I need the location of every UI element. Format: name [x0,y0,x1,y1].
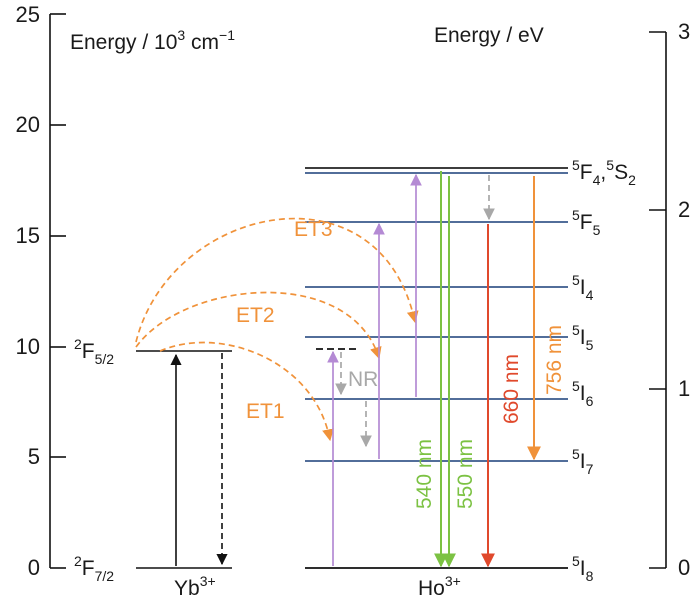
ho-label-5F4-5S2: 5F4,5S2 [572,157,636,188]
left-tick-20: 20 [16,112,40,137]
emission-660-label: 660 nm [500,354,523,424]
ho-label-5I5: 5I5 [572,322,594,353]
left-tick-25: 25 [16,2,40,27]
left-tick-15: 15 [16,223,40,248]
ho-levels [305,167,568,569]
yb-label-2F5/2: 2F5/2 [74,336,114,367]
right-tick-1: 1 [678,376,690,401]
left-tick-5: 5 [28,444,40,469]
ho-label-5I8: 5I8 [572,553,594,584]
left-axis-title: Energy / 103 cm−1 [70,27,235,54]
et3-curve [135,217,419,343]
nr-label: NR [348,368,378,391]
ho-ion-label: Ho3+ [418,573,461,600]
right-tick-3: 3 [678,19,690,44]
energy-transfer-curves [135,217,419,442]
ho-label-5I7: 5I7 [572,446,594,477]
left-tick-10: 10 [16,334,40,359]
et1-label: ET1 [246,400,285,423]
emission-550-label: 550 nm [454,439,477,509]
left-tick-0: 0 [28,555,40,580]
et2-curve [135,291,382,360]
yb-ion-label: Yb3+ [174,573,216,600]
nr-arrows [335,175,495,448]
et1-curve [159,341,334,442]
right-axis: 0 1 2 3 Energy / eV [434,19,690,580]
left-axis: 0 5 10 15 20 25 Energy / 103 cm−1 [16,2,236,580]
right-axis-title: Energy / eV [434,24,544,47]
yb-levels: 2F7/2 2F5/2 Yb3+ [74,336,232,600]
yb-label-2F7/2: 2F7/2 [74,553,114,584]
excitation-arrows [327,173,422,566]
right-tick-0: 0 [678,555,690,580]
emission-756-label: 756 nm [543,325,566,395]
ho-label-5I6: 5I6 [572,378,594,409]
ho-label-5F5: 5F5 [572,207,601,238]
right-tick-2: 2 [678,197,690,222]
et3-label: ET3 [294,218,333,241]
ho-label-5I4: 5I4 [572,272,594,303]
ho-level-labels: 5I8 5I7 5I6 5I5 5I4 5F5 5F4,5S2 Ho3+ [418,157,636,600]
et2-label: ET2 [236,304,275,327]
emission-540-label: 540 nm [413,439,436,509]
